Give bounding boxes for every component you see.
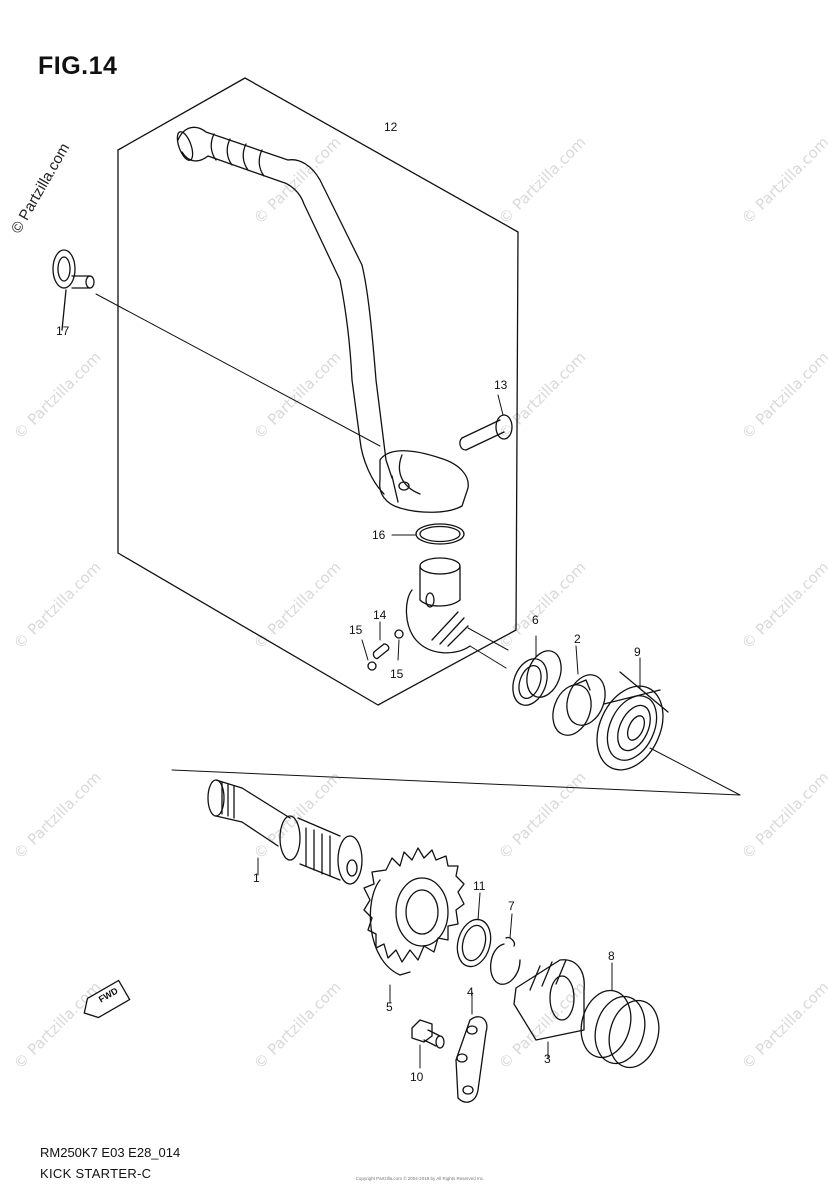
spring-8 (580, 962, 660, 1069)
diagram-code: RM250K7 E03 E28_014 (40, 1145, 181, 1160)
assembly-frame-upper (117, 77, 519, 706)
o-ring-16 (415, 523, 465, 545)
bolt-17 (52, 249, 95, 331)
callout-3: 3 (544, 1052, 551, 1066)
kick-lever (176, 126, 469, 513)
collar-2 (552, 645, 606, 736)
washer-11 (456, 918, 492, 968)
callout-13: 13 (494, 378, 508, 392)
callout-16: 16 (372, 528, 386, 542)
bushing-6 (512, 635, 562, 706)
ratchet-3 (513, 959, 585, 1059)
callout-14: 14 (373, 608, 387, 622)
callout-9: 9 (634, 645, 641, 659)
diagram-name: KICK STARTER-C (40, 1166, 152, 1181)
callout-12: 12 (384, 120, 398, 134)
copyright-note: Copyright Partzilla.com © 2004-2019 by A… (355, 1176, 485, 1181)
callout-1: 1 (253, 871, 260, 885)
callout-2: 2 (574, 632, 581, 646)
callout-6: 6 (532, 613, 539, 627)
callout-10: 10 (410, 1070, 424, 1084)
callout-5: 5 (386, 1000, 393, 1014)
bolt-10 (411, 1019, 445, 1069)
fwd-arrow (83, 979, 131, 1019)
callout-4: 4 (467, 985, 474, 999)
callout-17: 17 (56, 324, 70, 338)
kick-shaft-boss (405, 557, 509, 669)
figure-title: FIG.14 (38, 52, 118, 80)
callout-15-left: 15 (349, 623, 363, 637)
kick-gear-5 (363, 847, 465, 1004)
bolt-13 (459, 394, 513, 451)
circlip-7 (490, 913, 521, 985)
guide-plate-4 (455, 991, 488, 1103)
callout-7: 7 (508, 899, 515, 913)
callout-15-right: 15 (390, 667, 404, 681)
spring-9 (596, 657, 669, 771)
callout-8: 8 (608, 949, 615, 963)
pin-and-balls (361, 621, 404, 671)
kick-shaft-1 (207, 779, 363, 885)
callout-11: 11 (473, 879, 486, 893)
